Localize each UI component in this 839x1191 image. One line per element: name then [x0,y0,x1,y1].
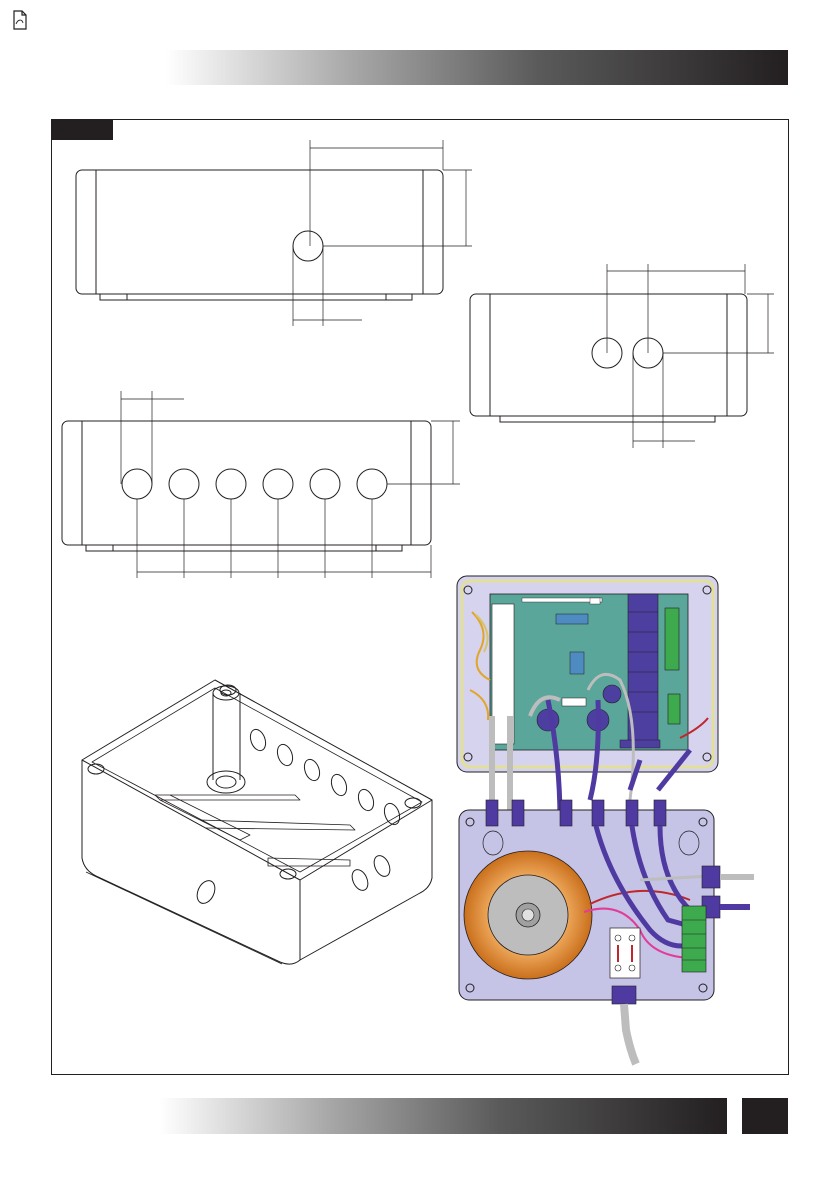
top-view-outline [76,170,443,294]
front-view-outline [62,421,431,545]
front-view-hole-4 [263,469,293,499]
front-view-base [86,545,402,551]
isometric-view [82,680,432,964]
iso-top-rim [82,680,432,880]
front-view-hole-5 [310,469,340,499]
base-terminal-block [682,906,706,972]
side-view-base [500,416,715,422]
footer-bar [160,1098,727,1134]
side-view-outline [470,294,747,416]
mains-terminal [610,928,640,978]
front-view-hole-6 [357,469,387,499]
front-view [62,391,460,578]
side-view-right [470,264,774,448]
pcb-green-connector [665,608,679,670]
page-number-box [742,1098,788,1134]
front-view-hole-1 [122,469,152,499]
front-view-hole-3 [216,469,246,499]
top-view [76,140,472,326]
front-view-hole-2 [169,469,199,499]
wiring-view [457,576,754,1064]
top-view-hole [293,231,323,261]
top-view-base [100,294,412,300]
